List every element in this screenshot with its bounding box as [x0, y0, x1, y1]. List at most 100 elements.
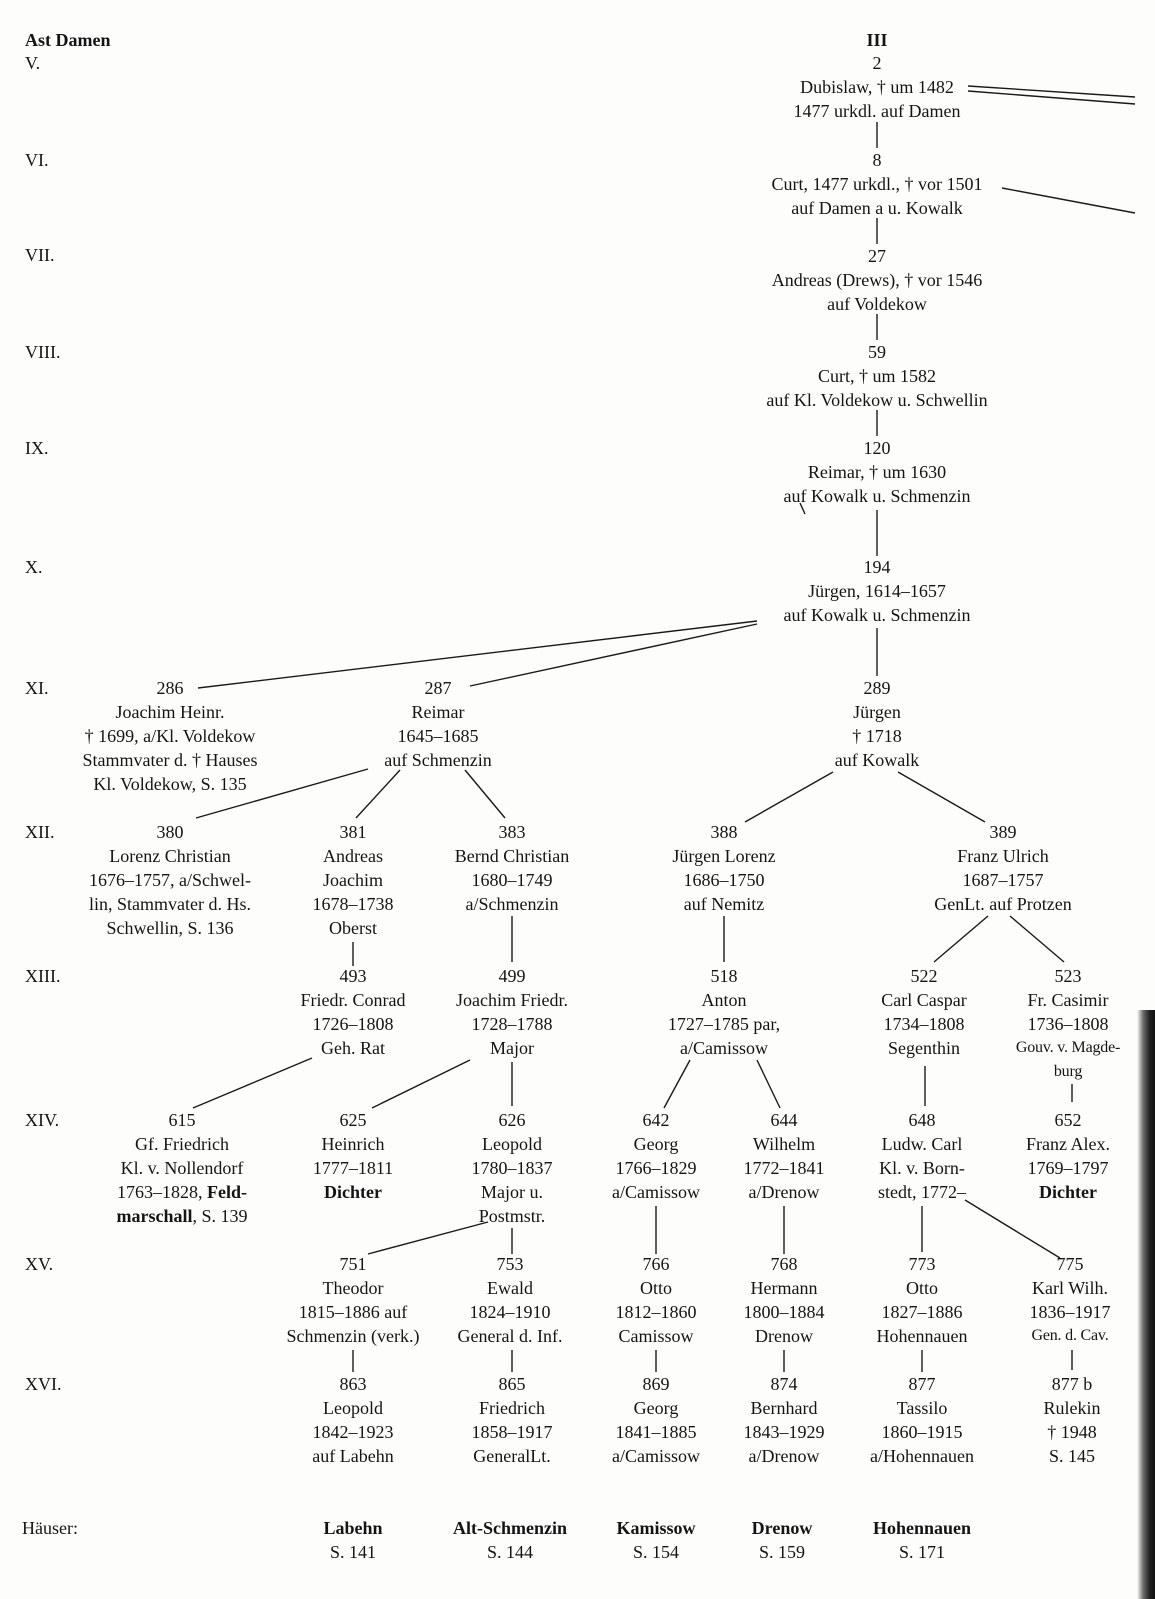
person-name: Franz Ulrich: [957, 846, 1049, 866]
person-869: 869 Georg 1841–1885 a/Camissow: [612, 1372, 700, 1468]
person-detail: Postmstr.: [478, 1206, 546, 1226]
connector-line: [1009, 915, 1065, 963]
person-773: 773 Otto 1827–1886 Hohennauen: [877, 1252, 968, 1348]
person-number: 865: [498, 1374, 526, 1394]
person-detail: Kl. Voldekow, S. 135: [93, 774, 247, 794]
person-753: 753 Ewald 1824–1910 General d. Inf.: [458, 1252, 563, 1348]
generation-label: VIII.: [25, 342, 61, 362]
person-286: 286 Joachim Heinr. † 1699, a/Kl. Voldeko…: [83, 676, 258, 796]
person-number: 499: [498, 966, 526, 986]
person-name: Otto: [639, 1278, 672, 1298]
scan-edge-shadow: [1137, 1010, 1155, 1599]
person-detail: Geh. Rat: [321, 1038, 385, 1058]
person-number: 383: [498, 822, 526, 842]
generation-label: XII.: [25, 822, 55, 842]
person-874: 874 Bernhard 1843–1929 a/Drenow: [744, 1372, 825, 1468]
house-kamissow: Kamissow S. 154: [616, 1516, 695, 1564]
person-detail: Kl. v. Born-: [879, 1158, 965, 1178]
person-number: 753: [496, 1254, 524, 1274]
person-877: 877 Tassilo 1860–1915 a/Hohennauen: [870, 1372, 974, 1468]
person-name: Wilhelm: [752, 1134, 816, 1154]
person-detail: GeneralLt.: [473, 1446, 551, 1466]
person-number: 388: [710, 822, 738, 842]
person-detail: Major: [489, 1038, 534, 1058]
person-detail: burg: [1053, 1063, 1083, 1080]
house-hohennauen: Hohennauen S. 171: [873, 1516, 971, 1564]
generation-label: XVI.: [25, 1374, 62, 1394]
generation-label: IX.: [25, 438, 49, 458]
person-number: 775: [1056, 1254, 1084, 1274]
generation-label: V.: [25, 53, 41, 73]
person-number: 648: [908, 1110, 936, 1130]
person-493: 493 Friedr. Conrad 1726–1808 Geh. Rat: [301, 964, 406, 1060]
person-detail: 1763–1828, Feld-: [116, 1180, 247, 1204]
person-name: Dubislaw, † um 1482: [800, 77, 954, 97]
person-289: 289 Jürgen † 1718 auf Kowalk: [835, 676, 919, 772]
house-drenow: Drenow S. 159: [752, 1516, 813, 1564]
person-name: Reimar: [411, 702, 465, 722]
person-name: Karl Wilh.: [1032, 1278, 1108, 1298]
page-reference: , S. 139: [192, 1206, 248, 1226]
person-name: Jürgen Lorenz: [672, 846, 776, 866]
connector-line: [371, 1059, 471, 1109]
person-detail: auf Kl. Voldekow u. Schwellin: [766, 390, 988, 410]
person-name: Georg: [633, 1134, 679, 1154]
person-detail: a/Camissow: [612, 1182, 700, 1202]
person-863: 863 Leopold 1842–1923 auf Labehn: [312, 1372, 393, 1468]
generation-label: VII.: [25, 245, 55, 265]
person-detail: 1728–1788: [471, 1014, 553, 1034]
person-detail: 1736–1808: [1027, 1014, 1109, 1034]
person-detail: stedt, 1772–: [878, 1182, 966, 1202]
person-detail: a/Drenow: [748, 1182, 820, 1202]
person-detail: 1800–1884: [743, 1302, 825, 1322]
person-detail: GenLt. auf Protzen: [934, 894, 1072, 914]
person-detail: Drenow: [755, 1326, 813, 1346]
table-number: III: [866, 30, 888, 50]
person-title: marschall: [116, 1206, 193, 1226]
person-detail: 1645–1685: [397, 726, 479, 746]
person-detail: 1777–1811: [312, 1158, 394, 1178]
person-detail: 1477 urkdl. auf Damen: [793, 101, 961, 121]
person-detail: auf Damen a u. Kowalk: [791, 198, 963, 218]
generation-label: XI.: [25, 678, 49, 698]
person-number: 877: [908, 1374, 936, 1394]
person-name: Heinrich: [321, 1134, 385, 1154]
person-detail: 1772–1841: [743, 1158, 825, 1178]
person-detail: 1841–1885: [615, 1422, 697, 1442]
person-detail: a/Hohennauen: [870, 1446, 974, 1466]
person-626: 626 Leopold 1780–1837 Major u. Postmstr.: [472, 1108, 553, 1228]
person-number: 877 b: [1051, 1374, 1093, 1394]
person-625: 625 Heinrich 1777–1811 Dichter: [313, 1108, 393, 1204]
connector-line: [964, 1199, 1061, 1259]
person-120: 120 Reimar, † um 1630 auf Kowalk u. Schm…: [784, 436, 971, 508]
person-detail: auf Kowalk: [834, 750, 920, 770]
person-detail: a/Camissow: [679, 1038, 768, 1058]
person-name: Friedrich: [479, 1398, 545, 1418]
connector-line: [355, 769, 401, 819]
person-detail: † 1718: [852, 726, 902, 746]
person-detail: Stammvater d. † Hauses: [82, 750, 258, 770]
person-number: 8: [872, 150, 882, 170]
page-reference: S. 144: [486, 1542, 533, 1562]
generation-label: X.: [25, 557, 43, 577]
person-name: Jürgen: [853, 702, 901, 722]
person-name: Carl Caspar: [881, 990, 967, 1010]
generation-label: XIV.: [25, 1110, 60, 1130]
connector-line: [367, 1221, 489, 1255]
person-number: 863: [339, 1374, 367, 1394]
person-detail: Gouv. v. Magde-: [1015, 1039, 1121, 1056]
person-detail: 1812–1860: [615, 1302, 697, 1322]
person-523: 523 Fr. Casimir 1736–1808 Gouv. v. Magde…: [1016, 964, 1120, 1084]
house-name: Alt-Schmenzin: [453, 1518, 567, 1538]
person-644: 644 Wilhelm 1772–1841 a/Drenow: [744, 1108, 825, 1204]
person-615: 615 Gf. Friedrich Kl. v. Nollendorf 1763…: [116, 1108, 247, 1228]
person-642: 642 Georg 1766–1829 a/Camissow: [612, 1108, 700, 1204]
person-detail: auf Schmenzin: [384, 750, 492, 770]
house-labehn: Labehn S. 141: [323, 1516, 382, 1564]
person-name: Theodor: [322, 1278, 384, 1298]
person-detail: 1836–1917: [1029, 1302, 1111, 1322]
page-reference: S. 171: [898, 1542, 946, 1562]
person-865: 865 Friedrich 1858–1917 GeneralLt.: [472, 1372, 553, 1468]
person-detail: Kl. v. Nollendorf: [120, 1158, 244, 1178]
